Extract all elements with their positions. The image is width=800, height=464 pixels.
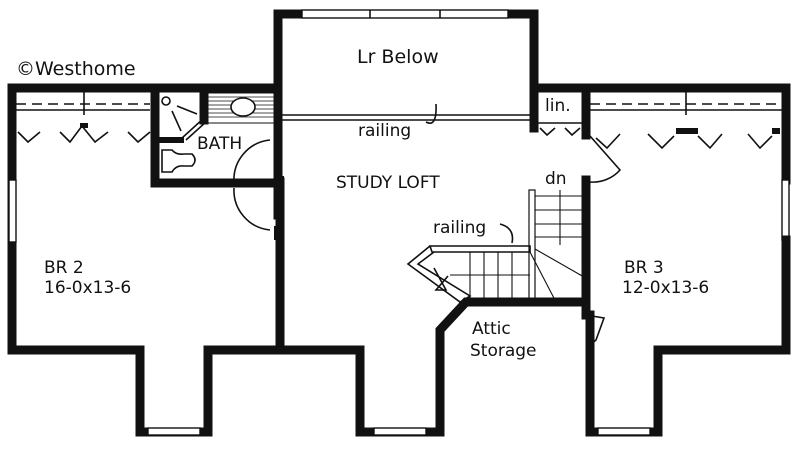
room-label-linen: lin. <box>545 96 571 116</box>
br3-walls <box>529 83 791 437</box>
railing-label-top: railing <box>358 121 412 141</box>
room-label-br2: BR 2 <box>44 258 84 278</box>
attic-walls <box>355 285 591 437</box>
bath-walls <box>150 87 285 240</box>
room-label-bath: BATH <box>197 134 243 154</box>
stair-dn-label: dn <box>545 169 567 189</box>
room-label-study-loft: STUDY LOFT <box>336 173 440 193</box>
room-label-br3: BR 3 <box>624 258 664 278</box>
copyright-label: ©Westhome <box>16 58 136 80</box>
room-label-lr-below: Lr Below <box>357 46 439 68</box>
room-size-br3: 12-0x13-6 <box>622 278 710 298</box>
room-size-br2: 16-0x13-6 <box>44 278 132 298</box>
room-label-storage: Storage <box>470 341 537 361</box>
railing-label-stair: railing <box>433 218 487 238</box>
staircase <box>406 103 585 303</box>
room-label-attic: Attic <box>472 319 511 339</box>
br2-walls <box>7 83 365 437</box>
